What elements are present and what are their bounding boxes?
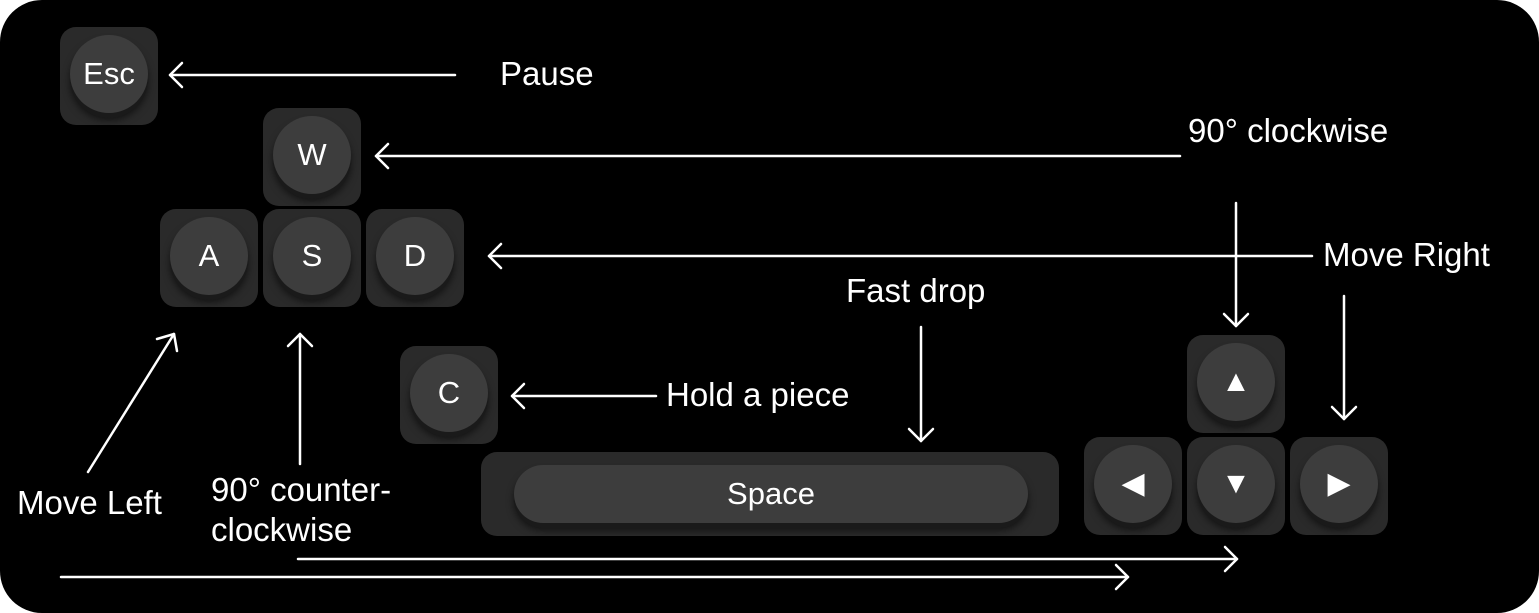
pause-label: Pause — [500, 55, 594, 92]
w-key-label: W — [273, 116, 351, 194]
right-key-arrow — [1330, 294, 1358, 421]
space-key-label: Space — [514, 465, 1028, 523]
hold-piece-arrow — [510, 382, 658, 410]
esc-key-label: Esc — [70, 35, 148, 113]
space-key: Space — [481, 452, 1059, 536]
pause-arrow — [168, 61, 457, 89]
move-left-arrow — [86, 332, 179, 474]
right-arrow-key: ▶ — [1290, 437, 1388, 535]
left-triangle-icon: ◀ — [1094, 445, 1172, 523]
bottom-arrow-to-left-key — [59, 563, 1130, 591]
fast-drop-arrow — [907, 325, 935, 443]
bottom-arrow-to-down-key — [296, 545, 1239, 573]
up-arrow-key: ▲ — [1187, 335, 1285, 433]
down-arrow-key: ▼ — [1187, 437, 1285, 535]
s-key-label: S — [273, 217, 351, 295]
rotate-counterclockwise-label-line2: clockwise — [211, 511, 353, 548]
move-right-arrow — [487, 242, 1314, 270]
right-triangle-icon: ▶ — [1300, 445, 1378, 523]
down-triangle-icon: ▼ — [1197, 445, 1275, 523]
esc-key: Esc — [60, 27, 158, 125]
s-key: S — [263, 209, 361, 307]
d-key: D — [366, 209, 464, 307]
a-key: A — [160, 209, 258, 307]
d-key-label: D — [376, 217, 454, 295]
up-triangle-icon: ▲ — [1197, 343, 1275, 421]
c-key: C — [400, 346, 498, 444]
rotate-counterclockwise-arrow — [286, 332, 314, 466]
rotate-clockwise-arrow — [374, 142, 1182, 170]
up-key-arrow — [1222, 201, 1250, 328]
a-key-label: A — [170, 217, 248, 295]
move-left-label: Move Left — [17, 484, 162, 521]
fast-drop-label: Fast drop — [846, 272, 986, 309]
rotate-clockwise-label: 90° clockwise — [1188, 112, 1389, 149]
c-key-label: C — [410, 354, 488, 432]
rotate-counterclockwise-label-line1: 90° counter- — [211, 471, 392, 508]
w-key: W — [263, 108, 361, 206]
left-arrow-key: ◀ — [1084, 437, 1182, 535]
hold-piece-label: Hold a piece — [666, 376, 850, 413]
move-right-label: Move Right — [1323, 236, 1490, 273]
